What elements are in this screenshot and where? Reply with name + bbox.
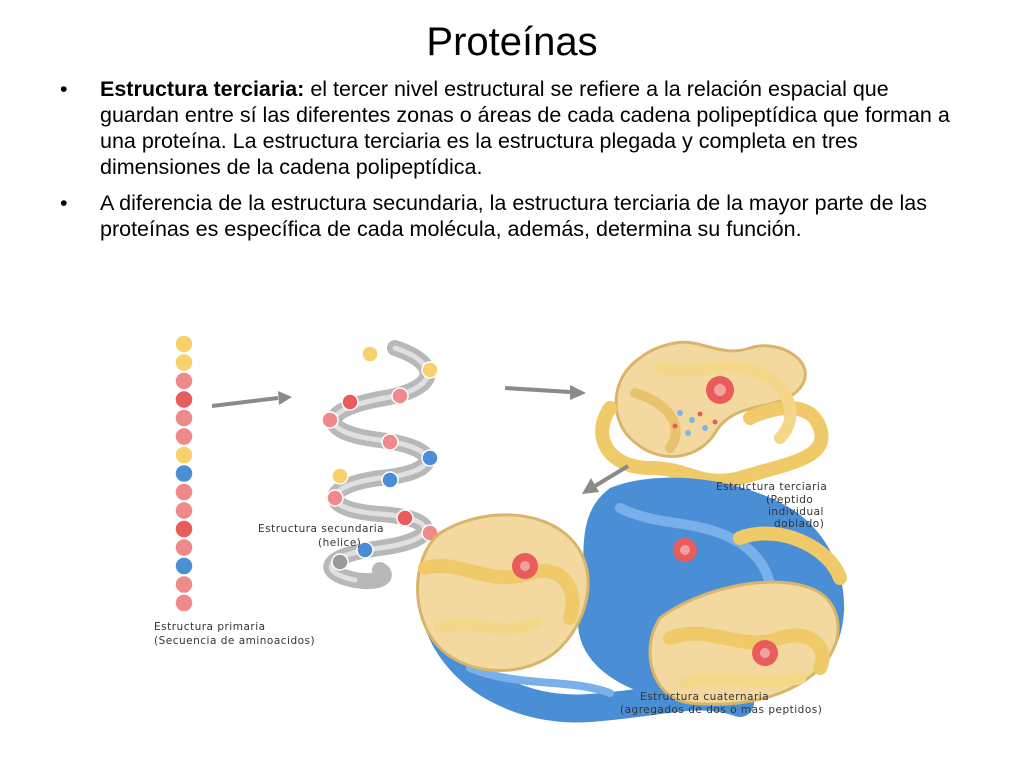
protein-structure-figure: Estructura primaria (Secuencia de aminoa… bbox=[140, 318, 900, 728]
label-quaternary-1: Estructura cuaternaria bbox=[640, 691, 769, 703]
primary-structure-chain bbox=[174, 334, 194, 613]
amino-acid-bead bbox=[174, 463, 194, 484]
bullet-list: • Estructura terciaria: el tercer nivel … bbox=[58, 76, 958, 252]
amino-acid-bead bbox=[396, 509, 414, 527]
amino-acid-bead bbox=[174, 371, 194, 391]
amino-acid-bead bbox=[174, 408, 194, 428]
amino-acid-bead bbox=[174, 593, 194, 613]
bullet-dot: • bbox=[60, 191, 68, 215]
label-primary-1: Estructura primaria bbox=[154, 621, 266, 633]
slide-title: Proteínas bbox=[426, 20, 598, 64]
secondary-structure-helix bbox=[321, 340, 439, 589]
amino-acid-bead bbox=[174, 352, 194, 373]
bullet-text: A diferencia de la estructura secundaria… bbox=[100, 191, 927, 241]
bullet-dot: • bbox=[60, 77, 68, 101]
bullet-lead: Estructura terciaria: bbox=[100, 77, 305, 101]
amino-acid-bead bbox=[341, 393, 359, 411]
amino-acid-bead bbox=[321, 411, 339, 429]
arrow-icon bbox=[582, 464, 630, 494]
amino-acid-bead bbox=[391, 387, 409, 405]
label-tertiary-4: doblado) bbox=[774, 518, 824, 530]
bullet-item: • Estructura terciaria: el tercer nivel … bbox=[58, 76, 958, 180]
amino-acid-bead bbox=[174, 482, 194, 502]
amino-acid-bead bbox=[381, 433, 399, 451]
label-secondary-2: (helice) bbox=[318, 537, 361, 549]
amino-acid-bead bbox=[174, 445, 194, 465]
label-tertiary-1: Estructura terciaria bbox=[716, 481, 827, 493]
amino-acid-bead bbox=[174, 426, 194, 447]
amino-acid-bead bbox=[331, 467, 349, 485]
protein-structure-illustration: Estructura primaria (Secuencia de aminoa… bbox=[154, 334, 847, 723]
bullet-item: • A diferencia de la estructura secundar… bbox=[58, 190, 958, 242]
arrow-icon bbox=[504, 385, 586, 400]
amino-acid-bead bbox=[174, 556, 194, 576]
label-tertiary-2: (Peptido bbox=[766, 494, 813, 506]
amino-acid-bead bbox=[174, 574, 194, 595]
amino-acid-bead bbox=[174, 500, 194, 521]
label-primary-2: (Secuencia de aminoacidos) bbox=[154, 635, 315, 647]
amino-acid-bead bbox=[326, 489, 344, 507]
label-quaternary-2: (agregados de dos o mas peptidos) bbox=[620, 704, 822, 716]
amino-acid-bead bbox=[174, 519, 194, 539]
amino-acid-bead bbox=[174, 537, 194, 558]
label-tertiary-3: individual bbox=[768, 506, 824, 518]
amino-acid-bead bbox=[174, 334, 194, 354]
quaternary-structure-complex bbox=[416, 477, 847, 723]
amino-acid-bead bbox=[331, 553, 349, 571]
amino-acid-bead bbox=[174, 389, 194, 410]
label-secondary-1: Estructura secundaria bbox=[258, 523, 384, 535]
amino-acid-bead bbox=[421, 361, 439, 379]
amino-acid-bead bbox=[421, 449, 439, 467]
arrow-icon bbox=[211, 391, 292, 408]
amino-acid-bead bbox=[361, 345, 379, 363]
amino-acid-bead bbox=[381, 471, 399, 489]
amino-acid-bead bbox=[356, 541, 374, 559]
bullet-text: el tercer nivel estructural se refiere a… bbox=[100, 77, 950, 179]
tertiary-structure-fold bbox=[595, 340, 829, 488]
